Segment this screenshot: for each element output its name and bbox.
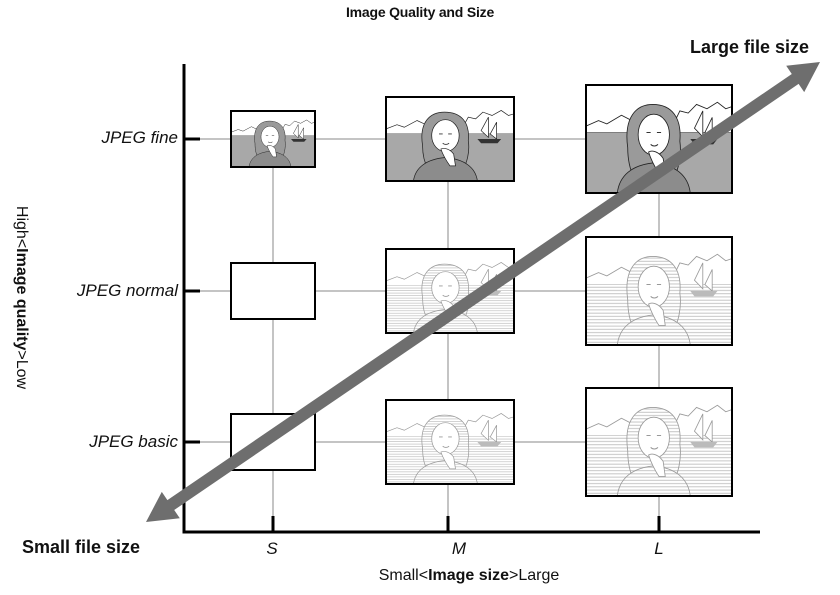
portrait-face — [431, 271, 460, 304]
portrait-hand — [648, 302, 666, 326]
x-axis-gt: > — [509, 567, 519, 584]
thumbnail-frame — [385, 248, 515, 334]
double-arrow-icon — [146, 62, 820, 522]
thumbnail-jpeg-normal-l — [585, 236, 733, 346]
boat-hull — [477, 139, 502, 144]
thumbnail-jpeg-fine-m — [385, 96, 515, 182]
thumbnail-photo — [231, 111, 315, 167]
thumbnail-photo — [386, 400, 514, 484]
thumbnail-frame — [585, 84, 733, 194]
portrait-face — [637, 416, 670, 459]
thumbnail-frame — [585, 236, 733, 346]
sail-icon — [489, 122, 497, 140]
sail-icon — [299, 127, 304, 140]
thumbnail-jpeg-normal-s — [230, 262, 316, 320]
thumbnail-jpeg-fine-s — [230, 110, 316, 168]
portrait-face — [431, 422, 460, 455]
thumbnail-photo — [586, 237, 732, 345]
sail-icon — [293, 124, 299, 139]
col-label-m: M — [451, 539, 467, 558]
portrait-hand — [266, 145, 277, 158]
portrait-features — [646, 131, 662, 147]
y-axis-gt: > — [13, 350, 30, 360]
thumbnail-frame — [230, 110, 316, 168]
thumbnail-jpeg-basic-l — [585, 387, 733, 497]
portrait-features — [265, 135, 275, 143]
portrait-features — [439, 436, 452, 448]
row-label-jpeg-normal: JPEG normal — [76, 281, 178, 300]
portrait-features — [439, 285, 452, 297]
boat-hull — [291, 139, 307, 142]
boat-hull — [690, 442, 718, 448]
thumbnail-frame — [230, 413, 316, 471]
y-axis-emph: Image quality — [13, 248, 30, 351]
col-label-l: L — [654, 539, 664, 558]
portrait-face — [637, 265, 670, 308]
sail-icon — [489, 425, 497, 443]
sail-icon — [480, 117, 489, 139]
file-size-arrow — [146, 62, 820, 522]
thumbnail-frame — [385, 96, 515, 182]
thumbnail-frame — [585, 387, 733, 497]
axes — [182, 64, 760, 534]
x-axis-lt: < — [418, 567, 429, 584]
thumbnail-jpeg-basic-m — [385, 399, 515, 485]
thumbnail-frame — [230, 262, 316, 320]
col-label-s: S — [266, 539, 278, 558]
portrait-features — [646, 434, 662, 450]
thumbnail-frame — [385, 399, 515, 485]
sail-icon — [693, 110, 704, 138]
thumbnail-grid — [230, 84, 733, 497]
x-axis-large: Large — [518, 567, 560, 584]
small-file-size-label: Small file size — [22, 537, 141, 557]
diagram-title: Image Quality and Size — [345, 4, 495, 20]
portrait-face — [637, 113, 670, 156]
x-axis-small: Small — [378, 567, 419, 584]
y-axis-title: High<Image quality>Low — [12, 100, 30, 495]
row-label-jpeg-fine: JPEG fine — [101, 128, 178, 147]
y-axis-low: Low — [13, 359, 30, 390]
row-label-jpeg-basic: JPEG basic — [89, 432, 178, 451]
boat-hull — [477, 442, 502, 447]
portrait-hand — [648, 453, 666, 477]
sail-icon — [704, 269, 713, 292]
y-axis-high: High — [13, 205, 30, 239]
large-file-size-label: Large file size — [690, 37, 810, 57]
portrait-face — [431, 119, 460, 152]
portrait-features — [439, 133, 452, 145]
x-axis-title: Small<Image size>Large — [0, 567, 840, 585]
thumbnail-photo — [386, 97, 514, 181]
x-axis-emph: Image size — [428, 567, 510, 584]
sail-icon — [693, 262, 704, 290]
sail-icon — [704, 420, 713, 443]
y-axis-lt: < — [13, 238, 30, 249]
thumbnail-photo — [586, 388, 732, 496]
boat-hull — [690, 291, 718, 297]
portrait-face — [260, 125, 280, 148]
portrait-hand — [440, 451, 456, 470]
portrait-hand — [440, 148, 456, 167]
portrait-features — [646, 283, 662, 299]
sail-icon — [693, 413, 704, 441]
thumbnail-background — [231, 263, 315, 319]
sail-icon — [480, 420, 489, 442]
